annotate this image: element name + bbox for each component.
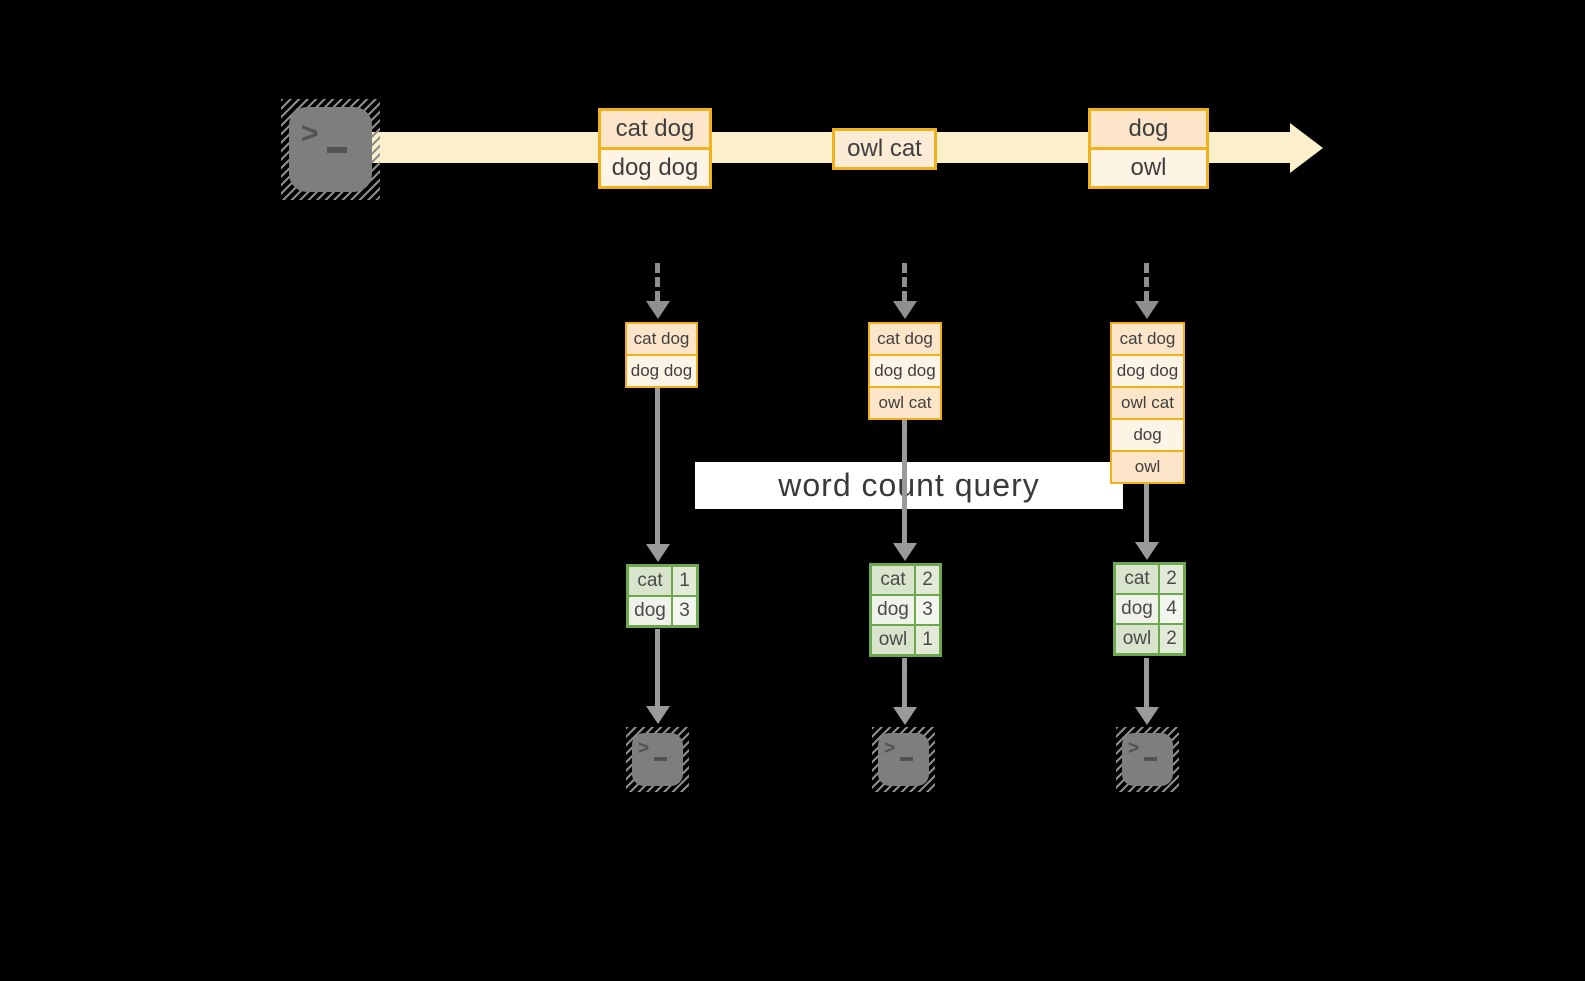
sink-arrow-line-3 bbox=[1144, 658, 1149, 707]
word-cell: dog bbox=[872, 596, 914, 624]
sink-arrow-line-2 bbox=[902, 658, 907, 707]
terminal-icon: > bbox=[626, 727, 689, 792]
query-arrow-head-icon bbox=[1135, 542, 1159, 560]
event-line: cat dog bbox=[601, 111, 709, 147]
count-table-3: cat 2 dog 4 owl 2 bbox=[1113, 562, 1186, 656]
state-line: owl cat bbox=[1112, 388, 1183, 418]
state-line: dog bbox=[1112, 420, 1183, 450]
stream-timeline-arrowhead-icon bbox=[1290, 123, 1323, 173]
count-cell: 3 bbox=[673, 597, 696, 625]
count-cell: 2 bbox=[916, 566, 939, 594]
word-cell: cat bbox=[629, 567, 671, 595]
count-cell: 2 bbox=[1160, 565, 1183, 593]
trigger-arrow-line-2 bbox=[902, 263, 907, 301]
sink-arrow-head-icon bbox=[893, 707, 917, 725]
prompt-underscore-icon bbox=[654, 757, 667, 761]
state-line: cat dog bbox=[870, 324, 940, 354]
state-line: dog dog bbox=[627, 356, 696, 386]
query-arrow-line-3 bbox=[1144, 483, 1149, 542]
prompt-underscore-icon bbox=[327, 147, 347, 153]
trigger-arrow-line-1 bbox=[655, 263, 660, 301]
query-arrow-head-icon bbox=[893, 543, 917, 561]
trigger-arrow-line-3 bbox=[1144, 263, 1149, 301]
event-line: dog dog bbox=[601, 150, 709, 186]
prompt-chevron-icon: > bbox=[1128, 738, 1140, 759]
trigger-arrow-head-icon bbox=[646, 301, 670, 319]
word-cell: owl bbox=[1116, 625, 1158, 653]
state-line: cat dog bbox=[627, 324, 696, 354]
terminal-icon: > bbox=[281, 99, 380, 200]
sink-arrow-line-1 bbox=[655, 629, 660, 706]
count-cell: 4 bbox=[1160, 595, 1183, 623]
trigger-arrow-head-icon bbox=[893, 301, 917, 319]
prompt-chevron-icon: > bbox=[301, 117, 319, 150]
sink-arrow-head-icon bbox=[1135, 707, 1159, 725]
count-cell: 2 bbox=[1160, 625, 1183, 653]
count-cell: 3 bbox=[916, 596, 939, 624]
query-arrow-head-icon bbox=[646, 544, 670, 562]
word-cell: cat bbox=[872, 566, 914, 594]
sink-arrow-head-icon bbox=[646, 706, 670, 724]
state-line: dog dog bbox=[870, 356, 940, 386]
word-cell: dog bbox=[1116, 595, 1158, 623]
state-box-3: cat dog dog dog owl cat dog owl bbox=[1110, 322, 1185, 484]
prompt-chevron-icon: > bbox=[638, 738, 650, 759]
word-cell: cat bbox=[1116, 565, 1158, 593]
state-box-2: cat dog dog dog owl cat bbox=[868, 322, 942, 420]
prompt-chevron-icon: > bbox=[884, 738, 896, 759]
event-line: dog bbox=[1091, 111, 1206, 147]
state-line: cat dog bbox=[1112, 324, 1183, 354]
query-label: word count query bbox=[778, 467, 1040, 503]
prompt-underscore-icon bbox=[1144, 757, 1157, 761]
event-line: owl cat bbox=[835, 131, 934, 167]
terminal-icon: > bbox=[872, 727, 935, 792]
word-cell: dog bbox=[629, 597, 671, 625]
state-line: owl bbox=[1112, 452, 1183, 482]
query-label-band: word count query bbox=[695, 462, 1123, 509]
query-arrow-line-2 bbox=[902, 419, 907, 543]
event-line: owl bbox=[1091, 150, 1206, 186]
state-line: dog dog bbox=[1112, 356, 1183, 386]
state-box-1: cat dog dog dog bbox=[625, 322, 698, 388]
count-table-1: cat 1 dog 3 bbox=[626, 564, 699, 628]
count-cell: 1 bbox=[673, 567, 696, 595]
count-cell: 1 bbox=[916, 626, 939, 654]
event-box-1: cat dog dog dog bbox=[598, 108, 712, 189]
query-arrow-line-1 bbox=[655, 388, 660, 544]
terminal-icon: > bbox=[1116, 727, 1179, 792]
word-cell: owl bbox=[872, 626, 914, 654]
event-box-3: dog owl bbox=[1088, 108, 1209, 189]
trigger-arrow-head-icon bbox=[1135, 301, 1159, 319]
state-line: owl cat bbox=[870, 388, 940, 418]
count-table-2: cat 2 dog 3 owl 1 bbox=[869, 563, 942, 657]
event-box-2: owl cat bbox=[832, 128, 937, 170]
prompt-underscore-icon bbox=[900, 757, 913, 761]
